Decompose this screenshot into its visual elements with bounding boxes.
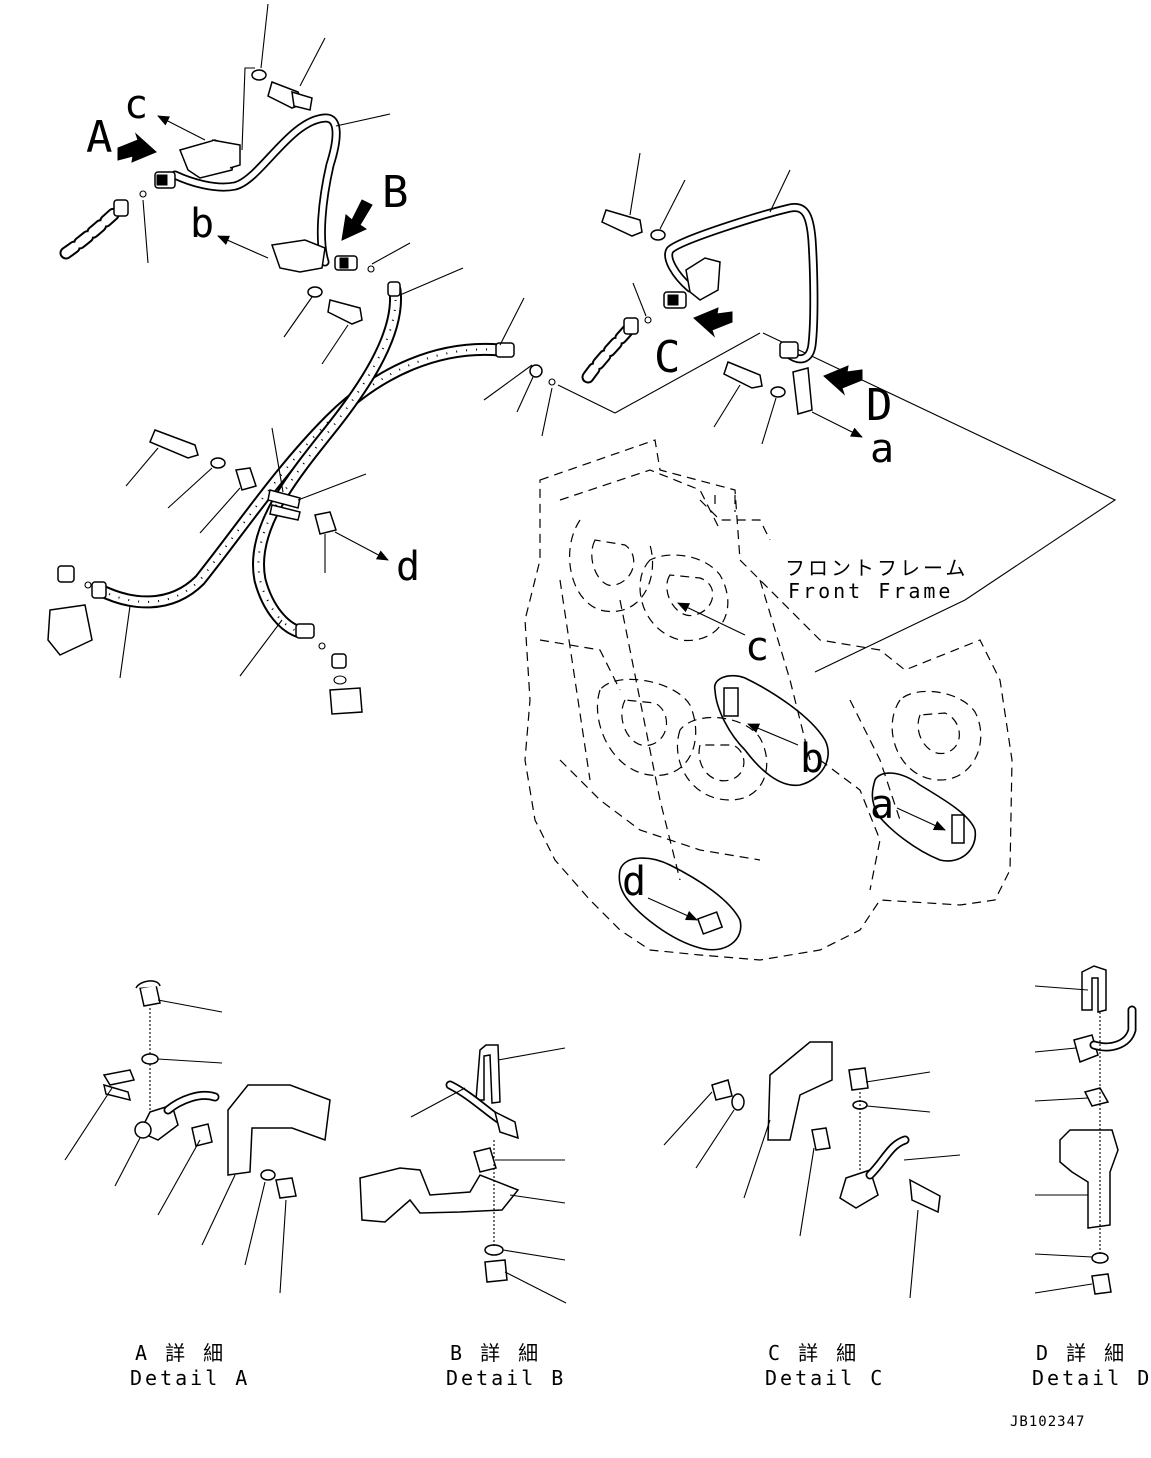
callout-label-c: C — [654, 332, 681, 383]
left-tube-assembly — [59, 3, 411, 365]
front-frame-outline — [524, 439, 1013, 961]
detail-b-drawing — [359, 1044, 567, 1304]
ref-arrow-c-top — [157, 115, 206, 141]
frame-ref-d: d — [622, 859, 646, 905]
callout-label-d: D — [866, 380, 893, 431]
ref-label-a-top: a — [870, 426, 894, 472]
callout-arrow-a — [117, 132, 157, 163]
frame-ref-c: c — [745, 624, 769, 670]
ref-label-b-top: b — [190, 201, 214, 247]
callout-arrow-d — [823, 365, 863, 396]
ref-label-c-top: c — [124, 82, 148, 128]
detail-d-caption-jp: D 詳 細 — [1036, 1341, 1127, 1365]
right-tube-assembly — [581, 152, 819, 445]
detail-d-caption-en: Detail D — [1032, 1366, 1151, 1390]
detail-a-caption-jp: A 詳 細 — [135, 1341, 226, 1365]
detail-c-caption-jp: C 詳 細 — [768, 1341, 859, 1365]
ref-arrow-b-top — [217, 235, 269, 259]
frame-reference-arrows — [647, 602, 946, 921]
front-frame-label-en: Front Frame — [788, 579, 953, 603]
callout-label-a: A — [86, 112, 113, 163]
callout-arrow-b — [341, 199, 373, 241]
detail-b-caption-jp: B 詳 細 — [450, 1341, 541, 1365]
detail-d-drawing — [1034, 965, 1137, 1295]
frame-location-highlights — [618, 674, 977, 951]
frame-ref-a: a — [870, 782, 894, 828]
detail-b-caption-en: Detail B — [446, 1366, 566, 1390]
detail-a-drawing — [64, 980, 331, 1294]
detail-a-caption-en: Detail A — [130, 1366, 250, 1390]
frame-ref-b: b — [800, 736, 824, 782]
front-frame-label-jp: フロントフレーム — [785, 556, 968, 580]
ref-arrow-d-top — [334, 531, 389, 561]
detail-c-caption-en: Detail C — [765, 1366, 885, 1390]
drawing-number: JB102347 — [1010, 1414, 1085, 1430]
hose-assembly — [47, 267, 761, 715]
detail-c-drawing — [663, 1041, 961, 1299]
callout-label-b: B — [382, 167, 409, 218]
ref-label-d-top: d — [396, 544, 420, 590]
ref-arrow-a-top — [811, 411, 863, 438]
callout-arrow-c — [693, 307, 733, 338]
front-frame-leader — [762, 332, 1117, 673]
